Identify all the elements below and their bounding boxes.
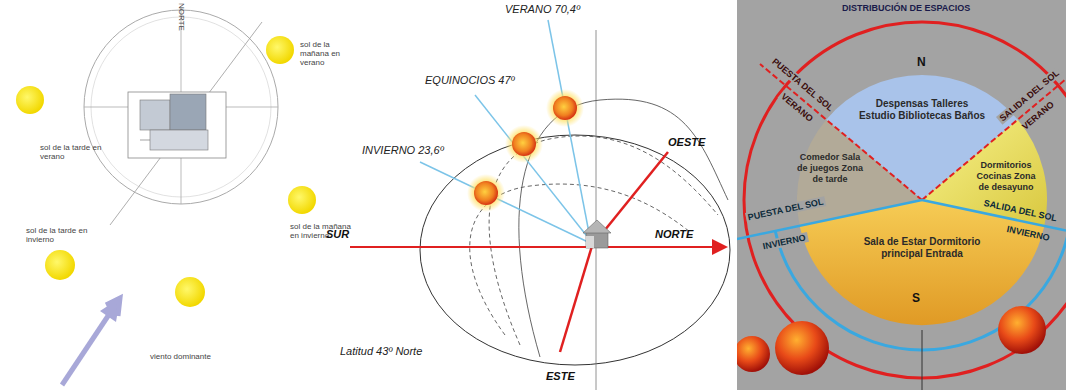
room-list: Sala de Estar Dormitorio principal Entra… [862, 236, 982, 260]
space-distribution [734, 0, 1066, 390]
room-list: Comedor Sala de juegos Zona de tarde [795, 152, 865, 184]
sun-angle: VERANO 70,4º [505, 3, 580, 16]
site-plan [84, 8, 278, 225]
room-list: Despensas Talleres Estudio Bibliotecas B… [857, 98, 987, 122]
room-sector: Despensas Talleres Estudio Bibliotecas B… [857, 98, 987, 122]
sun-symbol [16, 36, 316, 307]
latitude-note: Latitud 43º Norte [340, 345, 422, 358]
direction-label: ESTE [546, 370, 575, 383]
sun-angle: EQUINOCIOS 47º [425, 74, 515, 87]
room-list: Dormitorios Cocinas Zona de desayuno [972, 160, 1040, 192]
compass-label: N [917, 56, 926, 70]
panel-title: DISTRIBUCIÓN DE ESPACIOS [842, 3, 970, 13]
sun-note: sol de la tarde en verano [40, 143, 102, 161]
sun-note: sol de la tarde en invierno [26, 226, 88, 244]
room-sector: Sala de Estar Dormitorio principal Entra… [862, 236, 982, 260]
sun-note: sol de la mañana en verano [300, 40, 360, 68]
room-sector: Comedor Sala de juegos Zona de tarde [795, 152, 865, 184]
wind-arrow [62, 298, 120, 385]
compass-label: NORTE [177, 3, 186, 31]
wind-note: viento dominante [150, 352, 211, 361]
room-sector: Dormitorios Cocinas Zona de desayuno [972, 160, 1040, 192]
direction-label: NORTE [655, 228, 693, 241]
direction-label: OESTE [668, 136, 705, 149]
sun-angle: INVIERNO 23,6º [362, 144, 444, 157]
sun-path-diagram [350, 20, 730, 390]
compass-label: S [912, 292, 920, 306]
direction-label: SUR [326, 228, 349, 241]
